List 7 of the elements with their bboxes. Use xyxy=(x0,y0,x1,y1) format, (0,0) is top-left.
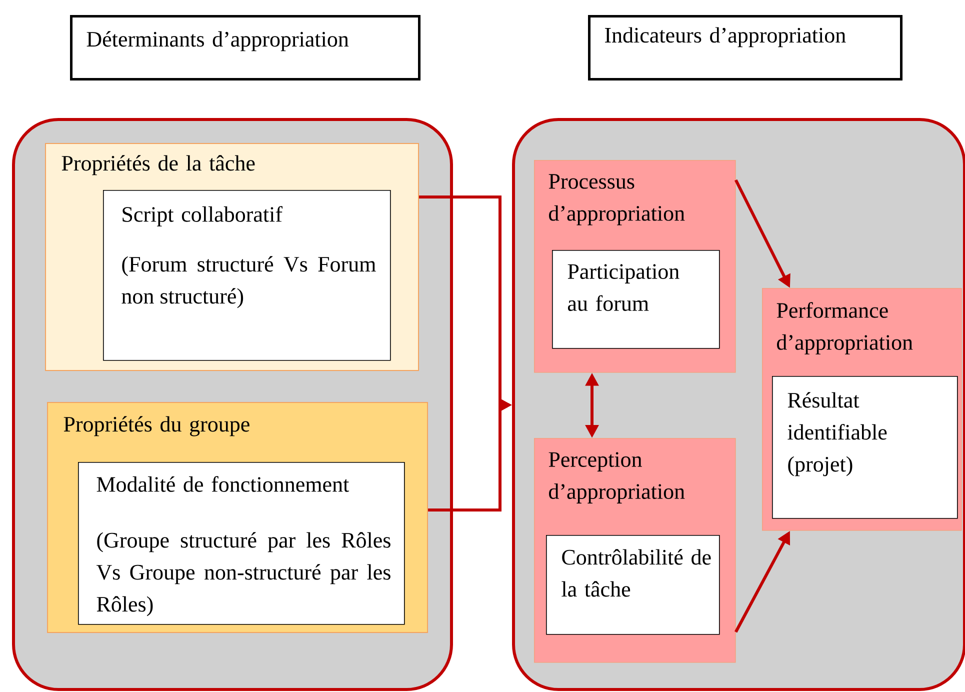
heading-box: Indicateurs d’appropriation xyxy=(588,14,902,80)
content-box: Modalité de fonctionnement (Groupe structuré par les Rôles Vs Groupe non-structuré par les Rôles) xyxy=(78,462,405,625)
heading-box: Déterminants d’appropriation xyxy=(70,14,420,80)
content-box: Contrôlabilité de la tâche xyxy=(546,534,720,635)
content-box: Résultat identifiable (projet) xyxy=(772,376,958,519)
content-box: Script collaboratif (Forum structuré Vs Forum non structuré) xyxy=(103,190,391,361)
content-box: Participation au forum xyxy=(552,250,720,349)
